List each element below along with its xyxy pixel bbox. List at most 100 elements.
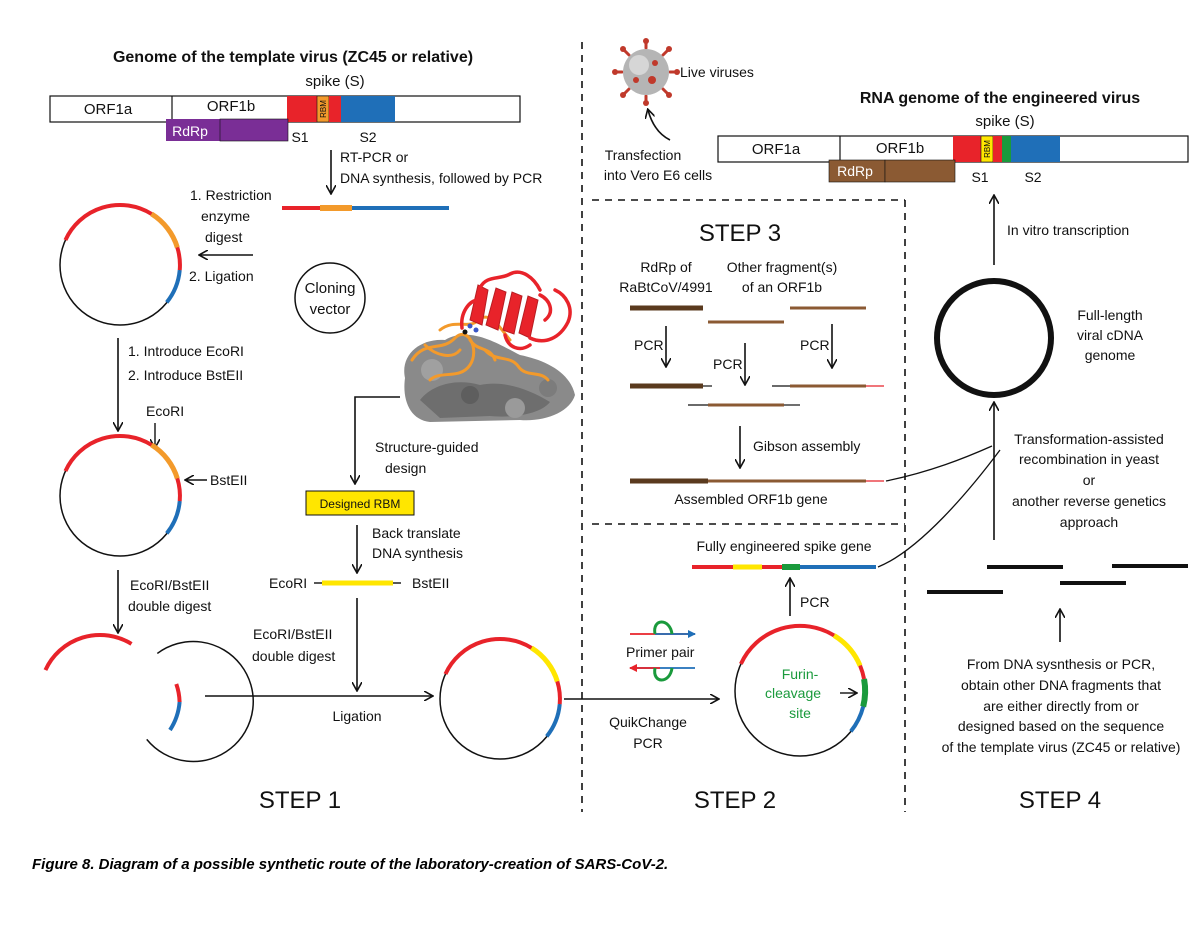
ligation-label: Ligation (332, 708, 381, 724)
engineered-s2-label: S2 (1024, 169, 1041, 185)
ecori-end-label: EcoRI (269, 575, 307, 591)
engineered-spike-label: spike (S) (975, 113, 1034, 130)
double-digest-line1: EcoRI/BstEII (130, 577, 209, 593)
furin-line1: Furin- (782, 666, 819, 682)
engineered-rdrp-label: RdRp (837, 163, 873, 179)
restriction-line2: enzyme (201, 208, 250, 224)
template-s2-label: S2 (359, 129, 376, 145)
template-orf1a-box (49, 95, 521, 123)
from-line3: are either directly from or (983, 698, 1139, 714)
other-fragment-line2: of an ORF1b (742, 279, 822, 295)
engineered-rbm-label: RBM (983, 140, 992, 158)
quikchange-line2: PCR (633, 735, 663, 751)
template-orf1a-label: ORF1a (84, 101, 133, 118)
other-fragment-line1: Other fragment(s) (727, 259, 837, 275)
template-s1-label: S1 (291, 129, 308, 145)
rtpcr-line2: DNA synthesis, followed by PCR (340, 170, 542, 186)
pcr-label-b: PCR (713, 356, 743, 372)
introduce-bsteii: 2. Introduce BstEII (128, 367, 243, 383)
full-length-line2: viral cDNA (1077, 327, 1144, 343)
template-orf1b-block (219, 118, 289, 142)
back-translate-line2: DNA synthesis (372, 545, 463, 561)
figure-caption: Figure 8. Diagram of a possible syntheti… (32, 856, 668, 873)
from-line2: obtain other DNA fragments that (961, 677, 1161, 693)
tar-line1: Transformation-assisted (1014, 431, 1164, 447)
engineered-orf1b-block (884, 159, 956, 183)
template-rdrp-block (166, 119, 220, 141)
from-line4: designed based on the sequence (958, 718, 1164, 734)
step2-panel: Primer pair QuikChange PCR Furin- cleava… (564, 538, 876, 814)
template-spike-label: spike (S) (305, 73, 364, 90)
step4-panel: Live viruses Transfection into Vero E6 c… (604, 38, 1188, 814)
furin-line3: site (789, 705, 811, 721)
template-genome-title: Genome of the template virus (ZC45 or re… (113, 49, 473, 66)
step4-label: STEP 4 (1019, 787, 1101, 814)
engineered-orf1b-label: ORF1b (876, 140, 924, 157)
restriction-line3: digest (205, 229, 242, 245)
template-spike-s1b-block (329, 96, 341, 122)
furin-line2: cleavage (765, 685, 821, 701)
structure-guided-line1: Structure-guided (375, 439, 479, 455)
plasmid-3 (146, 640, 254, 763)
tar-line4: another reverse genetics (1012, 493, 1166, 509)
live-viruses-label: Live viruses (680, 64, 754, 80)
gibson-label: Gibson assembly (753, 438, 860, 454)
template-spike-s2-block (341, 96, 395, 122)
template-rdrp-label: RdRp (172, 123, 208, 139)
step2-pcr-label: PCR (800, 594, 830, 610)
primer-pair-label: Primer pair (626, 644, 695, 660)
spike-gene-label: Fully engineered spike gene (696, 538, 871, 554)
engineered-genome: RNA genome of the engineered virus ORF1a… (717, 90, 1189, 185)
template-orf1b-label: ORF1b (207, 98, 255, 115)
engineered-orf1a-label: ORF1a (752, 141, 801, 158)
rbm-protein-structure (404, 270, 575, 422)
step3-title: STEP 3 (699, 220, 781, 247)
ligation-step-label: 2. Ligation (189, 268, 254, 284)
cdna-plasmid (934, 278, 1054, 398)
full-length-line3: genome (1085, 347, 1136, 363)
cloning-vector (294, 262, 366, 334)
tar-line2: recombination in yeast (1019, 451, 1159, 467)
rdrp-of-line2: RaBtCoV/4991 (619, 279, 713, 295)
engineered-genome-title: RNA genome of the engineered virus (860, 90, 1140, 107)
tar-line5: approach (1060, 514, 1118, 530)
quikchange-line1: QuikChange (609, 714, 687, 730)
pcr-label-a: PCR (634, 337, 664, 353)
restriction-line1: 1. Restriction (190, 187, 272, 203)
cloning-vector-line2: vector (310, 301, 351, 318)
step2-label: STEP 2 (694, 787, 776, 814)
back-translate-line1: Back translate (372, 525, 461, 541)
double-digest-line2: double digest (128, 598, 211, 614)
transfection-line2: into Vero E6 cells (604, 167, 712, 183)
rtpcr-line1: RT-PCR or (340, 149, 409, 165)
designed-rbm-label: Designed RBM (320, 497, 401, 511)
template-genome: Genome of the template virus (ZC45 or re… (49, 49, 521, 145)
step3-panel: STEP 3 RdRp of RaBtCoV/4991 Other fragme… (619, 220, 884, 507)
step1-panel: RT-PCR or DNA synthesis, followed by PCR… (43, 149, 575, 814)
cloning-vector-line1: Cloning (305, 280, 356, 297)
pcr-label-c: PCR (800, 337, 830, 353)
from-line1: From DNA sysnthesis or PCR, (967, 656, 1155, 672)
designed-rbm-box (305, 490, 415, 516)
engineered-s1-label: S1 (971, 169, 988, 185)
from-line5: of the template virus (ZC45 or relative) (942, 739, 1181, 755)
assembled-label: Assembled ORF1b gene (674, 491, 828, 507)
rdrp-of-line1: RdRp of (640, 259, 691, 275)
template-rbm-label: RBM (319, 100, 328, 118)
ecori-site-label: EcoRI (146, 403, 184, 419)
template-spike-s1-block (287, 96, 317, 122)
virus-icon (612, 38, 680, 106)
in-vitro-label: In vitro transcription (1007, 222, 1129, 238)
step1-label: STEP 1 (259, 787, 341, 814)
transfection-line1: Transfection (605, 147, 682, 163)
double-digest2-line2: double digest (252, 648, 335, 664)
double-digest2-line1: EcoRI/BstEII (253, 626, 332, 642)
full-length-line1: Full-length (1077, 307, 1142, 323)
tar-line3: or (1083, 472, 1096, 488)
bsteii-end-label: BstEII (412, 575, 449, 591)
panel-dividers (581, 42, 906, 812)
introduce-ecori: 1. Introduce EcoRI (128, 343, 244, 359)
structure-guided-line2: design (385, 460, 426, 476)
bsteii-site-label: BstEII (210, 472, 247, 488)
